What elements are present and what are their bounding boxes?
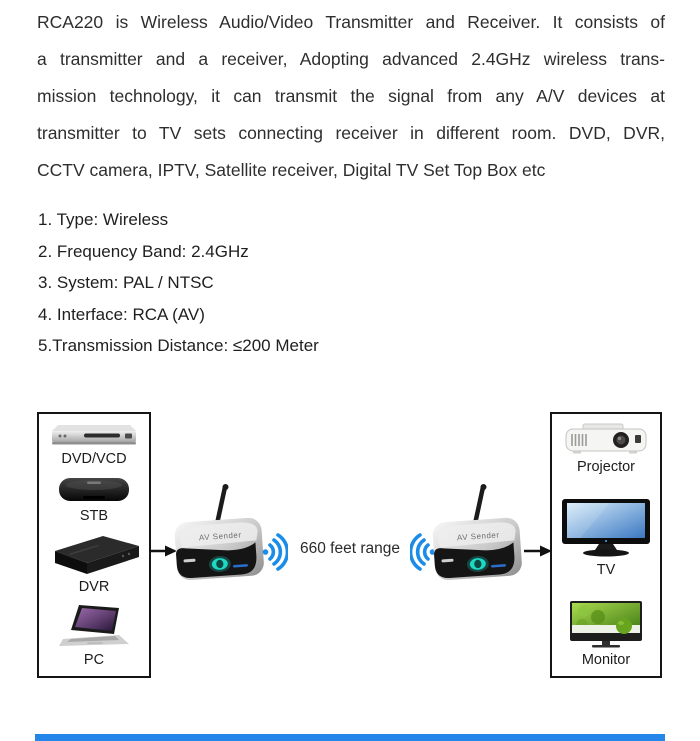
- stb-group: STB: [57, 475, 131, 525]
- stb-label: STB: [79, 508, 109, 524]
- antenna-icon: [472, 484, 486, 527]
- source-devices-box: DVD/VCD STB DVR: [37, 412, 151, 678]
- spec-item-interface: 4. Interface: RCA (AV): [38, 304, 205, 324]
- spec-item-distance: 5.Transmission Distance: ≤200 Meter: [38, 336, 319, 355]
- arrow-right-icon: [524, 545, 552, 557]
- wifi-signal-icon: [410, 533, 436, 571]
- bottom-divider-bar: [35, 734, 665, 741]
- description-line-3: mission technology, it can transmit the …: [37, 86, 665, 106]
- dvr-label: DVR: [78, 579, 110, 595]
- spec-list: 1. Type: Wireless 2. Frequency Band: 2.4…: [38, 204, 638, 362]
- pc-group: PC: [57, 603, 131, 669]
- laptop-image: [59, 605, 129, 646]
- monitor-label: Monitor: [581, 652, 631, 668]
- projector-image: [565, 423, 647, 454]
- tv-image: [562, 498, 650, 556]
- spec-item-system: 3. System: PAL / NTSC: [38, 273, 214, 292]
- antenna-icon: [214, 484, 228, 527]
- pc-label: PC: [83, 652, 105, 668]
- projector-label: Projector: [576, 459, 636, 475]
- dvr-image: [55, 536, 139, 574]
- dvr-group: DVR: [47, 532, 141, 596]
- wifi-signal-icon: [262, 533, 288, 571]
- tv-group: TV: [560, 497, 652, 579]
- description-line-1: RCA220 is Wireless Audio/Video Transmitt…: [37, 12, 665, 32]
- dvd-group: DVD/VCD: [50, 422, 138, 468]
- range-label: 660 feet range: [300, 540, 400, 557]
- dvd-label: DVD/VCD: [61, 451, 127, 467]
- transmitter-label: AV Sender: [199, 530, 242, 542]
- receiver-label: AV Sender: [457, 530, 500, 542]
- description-line-5: CCTV camera, IPTV, Satellite receiver, D…: [37, 160, 546, 180]
- spec-item-type: 1. Type: Wireless: [38, 210, 169, 229]
- description-line-2: a transmitter and a receiver, Adopting a…: [37, 49, 665, 69]
- transmitter-image: AV Sender: [174, 484, 264, 581]
- projector-group: Projector: [563, 422, 649, 476]
- description-line-4: transmitter to TV sets connecting receiv…: [37, 123, 665, 143]
- monitor-group: Monitor: [568, 599, 644, 669]
- receiver-image: AV Sender: [432, 484, 522, 581]
- stb-image: [59, 478, 129, 501]
- monitor-image: [570, 601, 642, 648]
- dvd-player-image: [52, 425, 136, 445]
- arrow-right-icon: [149, 545, 177, 557]
- spec-item-frequency: 2. Frequency Band: 2.4GHz: [38, 241, 249, 261]
- display-devices-box: Projector TV: [550, 412, 662, 678]
- product-description: RCA220 is Wireless Audio/Video Transmitt…: [37, 4, 665, 189]
- tv-label: TV: [596, 561, 616, 578]
